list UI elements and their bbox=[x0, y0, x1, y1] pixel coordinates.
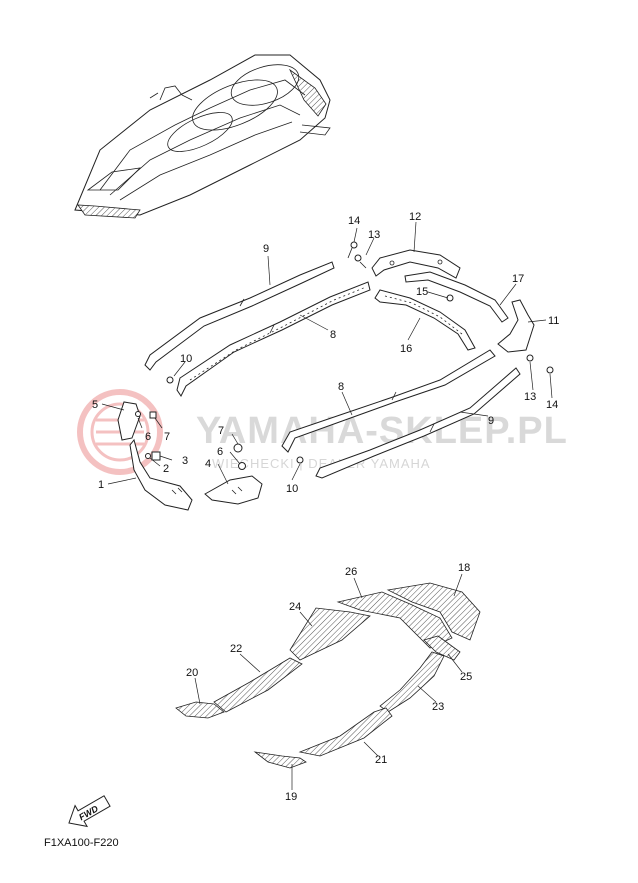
part-4-cover bbox=[204, 475, 263, 505]
hardware-fasteners bbox=[135, 241, 554, 470]
screw-13-upper-icon bbox=[354, 254, 362, 262]
callout-26: 26 bbox=[345, 566, 357, 578]
mat-19 bbox=[253, 751, 307, 769]
callout-15: 15 bbox=[416, 286, 428, 298]
screw-10-upper-icon bbox=[166, 376, 174, 384]
watermark-subtitle: WIECHECKI | DEALER YAMAHA bbox=[212, 456, 431, 471]
callout-10-lower: 10 bbox=[286, 483, 298, 495]
callout-3: 3 bbox=[182, 455, 188, 467]
callout-18: 18 bbox=[458, 562, 470, 574]
part-16-rail bbox=[374, 289, 476, 351]
callout-5: 5 bbox=[92, 399, 98, 411]
callout-6-left: 6 bbox=[145, 431, 151, 443]
callout-8-lower: 8 bbox=[338, 381, 344, 393]
callout-4: 4 bbox=[205, 458, 211, 470]
callout-numbers: 9 8 14 13 12 17 11 15 16 10 13 14 8 9 5 … bbox=[92, 211, 559, 803]
callout-13-lower: 13 bbox=[524, 391, 536, 403]
part-8-rail-upper bbox=[176, 281, 371, 397]
callout-9-lower: 9 bbox=[488, 415, 494, 427]
watermark: YAMAHA-SKLEP.PL WIECHECKI | DEALER YAMAH… bbox=[77, 389, 567, 475]
callout-17: 17 bbox=[512, 273, 524, 285]
callout-21: 21 bbox=[375, 754, 387, 766]
callout-20: 20 bbox=[186, 667, 198, 679]
leader-lines bbox=[101, 221, 553, 790]
callout-8-upper: 8 bbox=[330, 329, 336, 341]
diagram-code: F1XA100-F220 bbox=[44, 837, 119, 849]
callout-13-upper: 13 bbox=[368, 229, 380, 241]
mat-18 bbox=[386, 582, 481, 641]
mat-23 bbox=[379, 651, 445, 713]
callout-24: 24 bbox=[289, 601, 301, 613]
nut-3-icon bbox=[151, 451, 161, 461]
mat-20 bbox=[175, 701, 225, 719]
callout-11: 11 bbox=[548, 315, 559, 327]
nut-7-right-icon bbox=[233, 443, 243, 453]
callout-10-upper: 10 bbox=[180, 353, 192, 365]
washer-2-icon bbox=[145, 453, 151, 459]
part-9-rail-upper bbox=[144, 261, 335, 371]
callout-22: 22 bbox=[230, 643, 242, 655]
watercraft-illustration bbox=[74, 54, 331, 219]
callout-12: 12 bbox=[409, 211, 421, 223]
fwd-arrow-icon bbox=[68, 795, 111, 828]
callout-14-lower: 14 bbox=[546, 399, 558, 411]
watermark-logo-icon bbox=[77, 389, 163, 475]
screw-13-lower-icon bbox=[526, 354, 534, 362]
callout-14-upper: 14 bbox=[348, 215, 360, 227]
callout-9-upper: 9 bbox=[263, 243, 269, 255]
screw-14-upper-icon bbox=[350, 241, 358, 249]
washer-6-right-icon bbox=[238, 462, 246, 470]
fwd-arrow: FWD bbox=[68, 795, 111, 828]
part-17-rail bbox=[404, 271, 509, 323]
nut-7-left-icon bbox=[149, 411, 157, 419]
callout-6-right: 6 bbox=[217, 446, 223, 458]
callout-23: 23 bbox=[432, 701, 444, 713]
callout-1: 1 bbox=[98, 479, 104, 491]
part-11-end-cap bbox=[497, 299, 535, 353]
part-9-rail-lower bbox=[315, 367, 521, 479]
callout-2: 2 bbox=[163, 463, 169, 475]
mat-26 bbox=[336, 591, 453, 649]
washer-6-left-icon bbox=[135, 411, 141, 417]
screw-10-lower-icon bbox=[296, 456, 304, 464]
callout-7-left: 7 bbox=[164, 431, 170, 443]
part-8-rail-lower bbox=[281, 349, 496, 453]
callout-7-right: 7 bbox=[218, 425, 224, 437]
part-5-front-plate bbox=[117, 401, 141, 441]
mat-24 bbox=[289, 607, 371, 661]
screw-14-lower-icon bbox=[546, 366, 554, 374]
mat-22 bbox=[213, 657, 303, 713]
part-1-front-cap bbox=[129, 438, 193, 511]
callout-19: 19 bbox=[285, 791, 297, 803]
mat-set bbox=[175, 582, 481, 769]
mat-21 bbox=[298, 707, 393, 757]
callout-25: 25 bbox=[460, 671, 472, 683]
callout-16: 16 bbox=[400, 343, 412, 355]
part-12-bracket bbox=[371, 249, 461, 279]
mat-25 bbox=[423, 635, 461, 661]
